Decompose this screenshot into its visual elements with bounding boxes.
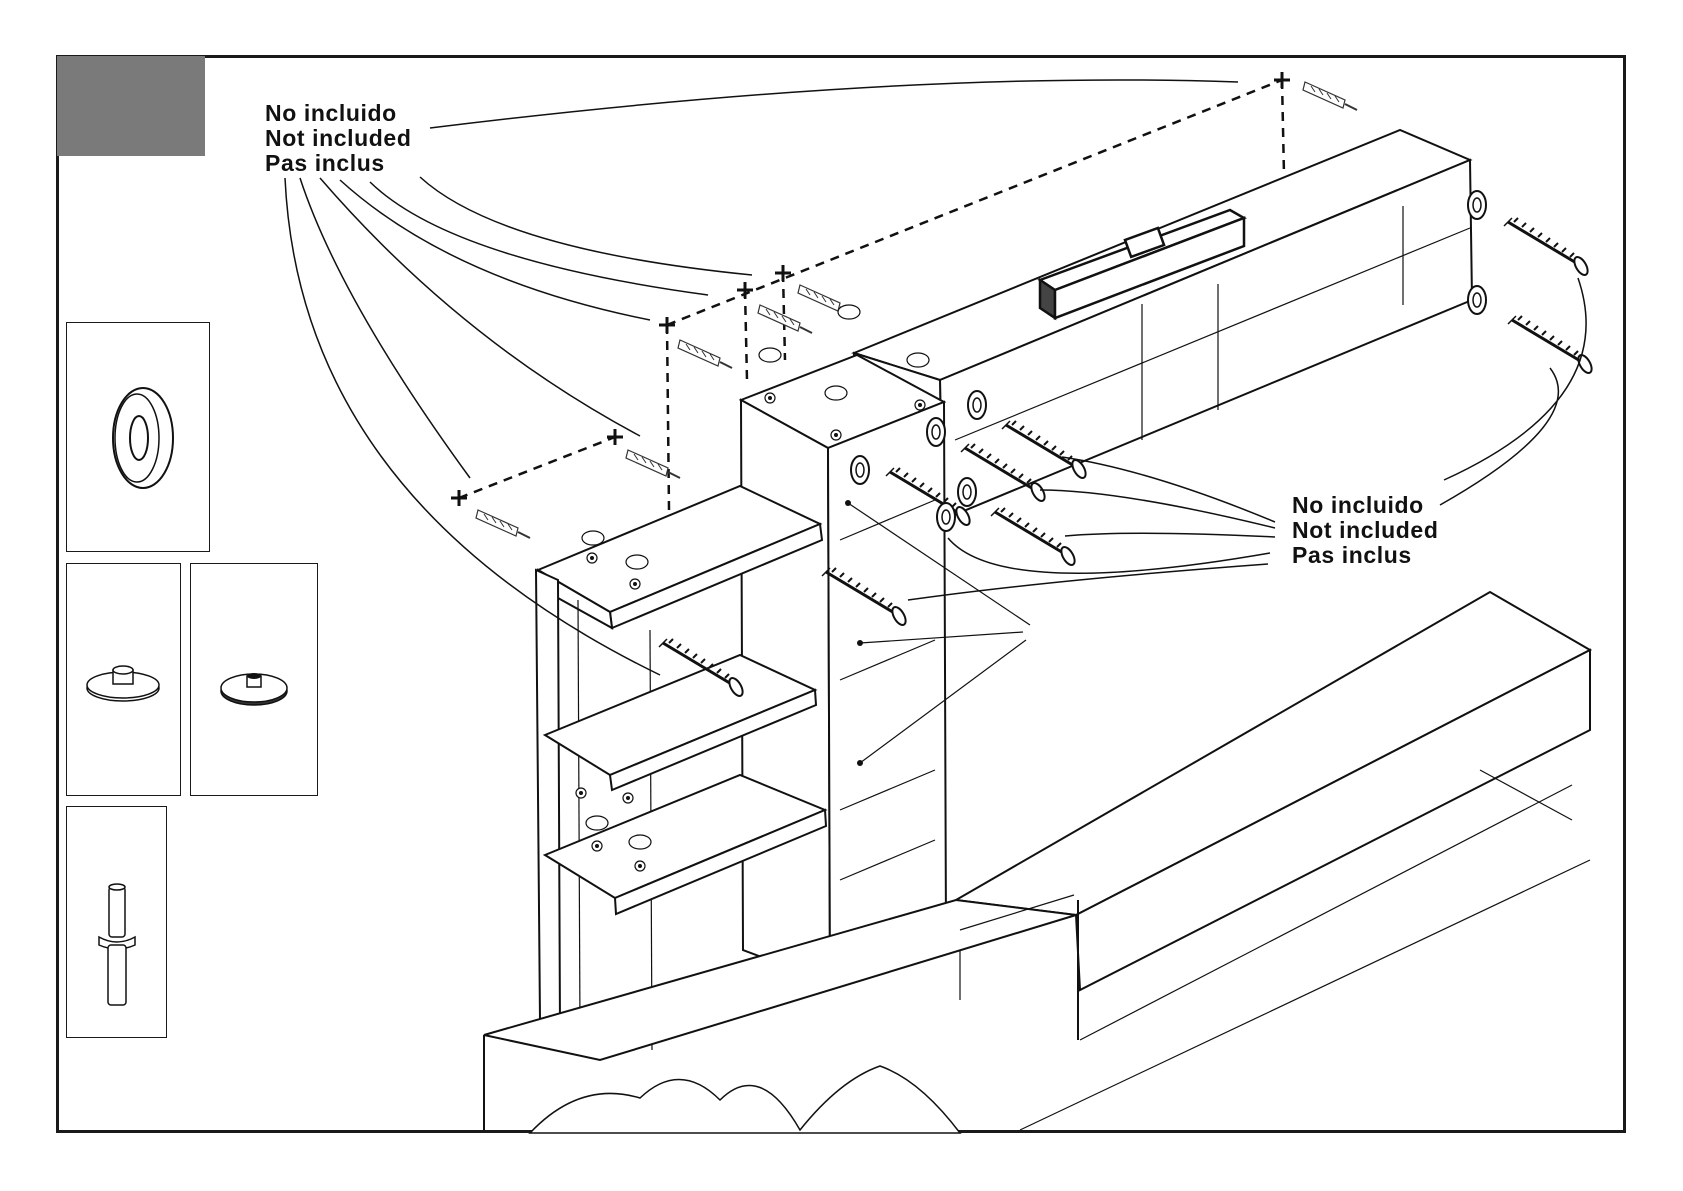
screw-hole [576, 788, 586, 798]
cover-cap [629, 835, 651, 849]
drill-mark [659, 317, 675, 333]
screw-hole [831, 430, 841, 440]
cam-ring [937, 503, 955, 531]
screw [1508, 316, 1594, 375]
screw-hole [623, 793, 633, 803]
cover-cap [825, 386, 847, 400]
screw-hole [630, 579, 640, 589]
screw-hole [587, 553, 597, 563]
wall-plug [626, 450, 680, 478]
not-included-label-right: No incluido Not included Pas inclus [1292, 493, 1438, 568]
screw-hole [915, 400, 925, 410]
cover-cap [838, 305, 860, 319]
screw-hole [635, 861, 645, 871]
drill-mark [775, 265, 791, 281]
break-line [530, 1066, 960, 1133]
cover-cap [582, 531, 604, 545]
cover-cap [759, 348, 781, 362]
drill-mark [737, 282, 753, 298]
cam-ring [851, 456, 869, 484]
cover-cap [626, 555, 648, 569]
wall-shelf [854, 130, 1472, 520]
cam-ring [958, 478, 976, 506]
cover-cap [907, 353, 929, 367]
cam-ring [968, 391, 986, 419]
label-french: Pas inclus [1292, 543, 1438, 568]
wall-plug [1303, 82, 1357, 110]
wall-plug [476, 510, 530, 538]
wall-plug [678, 340, 732, 368]
cover-cap [586, 816, 608, 830]
drill-mark [1274, 72, 1290, 88]
screw-hole [765, 393, 775, 403]
screw-hole [592, 841, 602, 851]
screw [1504, 218, 1590, 277]
label-spanish: No incluido [265, 101, 411, 126]
screw [991, 508, 1077, 567]
label-english: Not included [1292, 518, 1438, 543]
label-spanish: No incluido [1292, 493, 1438, 518]
not-included-label-top: No incluido Not included Pas inclus [265, 101, 411, 176]
cam-ring [1468, 286, 1486, 314]
cam-ring [1468, 191, 1486, 219]
cam-ring [927, 418, 945, 446]
drill-mark [451, 490, 467, 506]
label-english: Not included [265, 126, 411, 151]
label-french: Pas inclus [265, 151, 411, 176]
drill-mark [607, 429, 623, 445]
